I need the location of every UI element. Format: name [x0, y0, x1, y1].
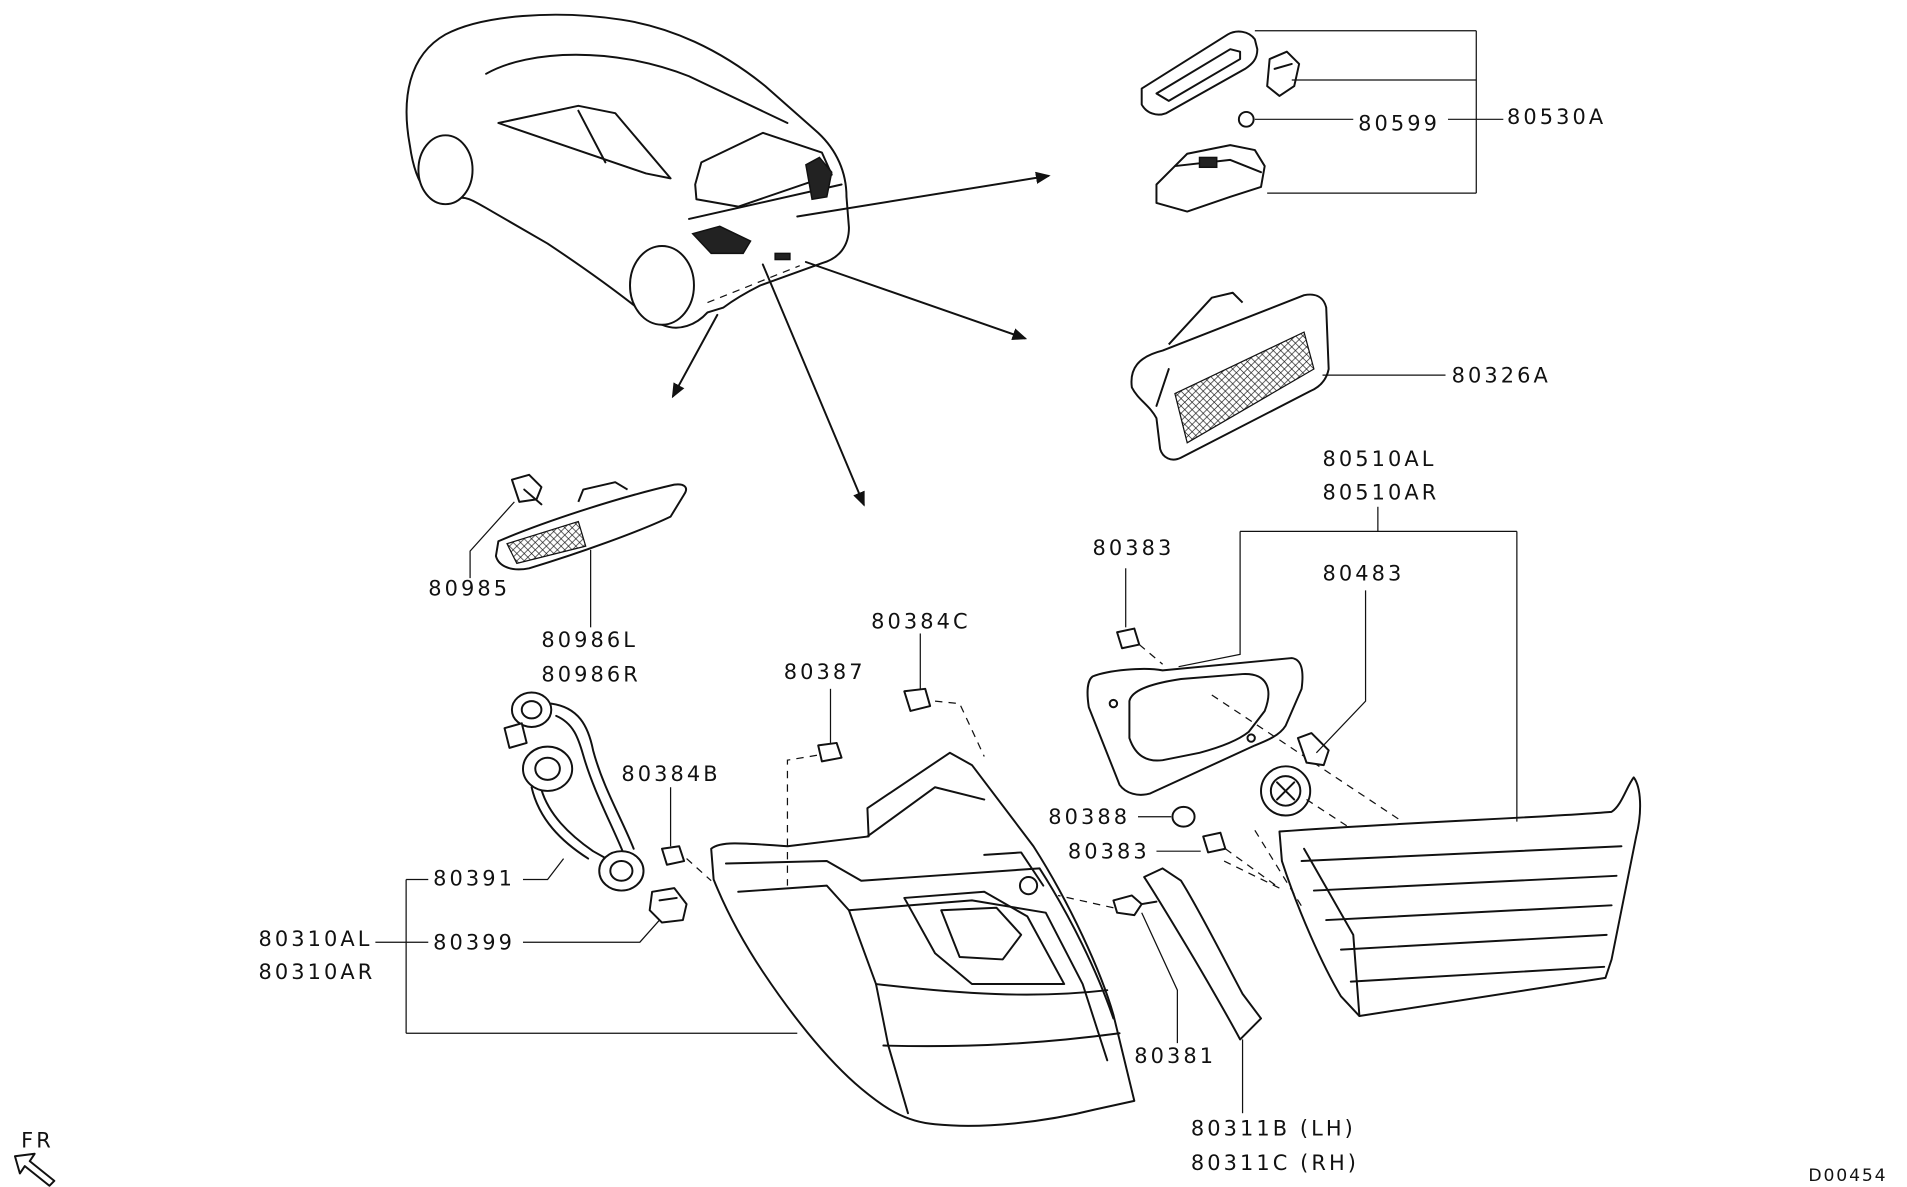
- arrow-to-reflector: [804, 261, 1028, 341]
- clip-80387: [786, 688, 843, 886]
- license-lamp-socket: [1266, 50, 1301, 97]
- diagram-code: D00454: [1808, 1166, 1887, 1186]
- clip-80383-upper: [1116, 568, 1164, 665]
- arrow-to-side-marker: [671, 313, 719, 399]
- tail-lamp: [710, 751, 1136, 1127]
- part-number-inner-lamp-l: 80510AL: [1323, 447, 1437, 471]
- side-marker-lamp: [494, 481, 688, 571]
- part-number-clip-b: 80384B: [621, 762, 720, 786]
- side-marker-screw: [510, 473, 543, 506]
- part-number-tail-lamp-l: 80310AL: [259, 927, 373, 951]
- inner-lamp-leaders: [1178, 506, 1518, 822]
- rear-reflector: [1130, 291, 1446, 461]
- inner-tail-lamp: [1223, 776, 1642, 1018]
- part-number-inner-lamp-r: 80510AR: [1323, 480, 1440, 504]
- garnish: [1143, 867, 1262, 1114]
- rear-window: [694, 131, 833, 208]
- front-direction-indicator: FR: [13, 1129, 56, 1187]
- license-lamp-housing: [1155, 144, 1266, 213]
- clip-80384b: [660, 787, 712, 882]
- license-lamp-lens: [1140, 30, 1259, 116]
- part-number-side-marker-screw: 80985: [428, 576, 510, 600]
- tail-lamp-leaders: [375, 858, 798, 1034]
- part-number-garnish-rh: 80311C (RH): [1191, 1151, 1359, 1175]
- part-number-harness: 80391: [433, 867, 515, 891]
- part-number-side-marker-r: 80986R: [541, 662, 640, 686]
- part-number-clip-87: 80387: [784, 660, 866, 684]
- part-number-license-lamp-bulb: 80599: [1358, 111, 1440, 135]
- license-lamp-mark: [774, 252, 791, 261]
- part-number-license-lamp-assy: 80530A: [1507, 105, 1606, 129]
- part-number-clip-upper: 80383: [1092, 536, 1174, 560]
- front-wheel: [417, 134, 474, 206]
- location-arrows: [671, 171, 1051, 507]
- screw-80381: [1057, 894, 1178, 1044]
- license-lamp-bulb: [1237, 110, 1255, 128]
- front-direction-arrow-icon: [13, 1152, 56, 1187]
- clip-80384c: [903, 633, 985, 757]
- part-number-bulb: 80399: [433, 931, 515, 955]
- part-number-inner-socket: 80483: [1323, 562, 1405, 586]
- side-marker-leaders: [469, 501, 592, 628]
- part-number-screw: 80381: [1134, 1044, 1216, 1068]
- part-number-grommet: 80388: [1048, 805, 1130, 829]
- left-tail-lamp-mark: [691, 225, 752, 255]
- part-number-tail-lamp-r: 80310AR: [259, 960, 376, 984]
- gasket-plate: [1086, 657, 1403, 823]
- right-tail-lamp-mark: [805, 156, 833, 201]
- rear-wheel: [629, 245, 695, 326]
- vehicle-outline: [405, 13, 850, 329]
- part-number-clip-lower: 80383: [1068, 840, 1150, 864]
- arrow-to-tail-lamp: [761, 263, 865, 507]
- clip-80383-lower: [1156, 831, 1280, 889]
- arrow-to-license-lamp: [796, 171, 1051, 218]
- part-number-rear-reflector: 80326A: [1452, 364, 1551, 388]
- license-lamp-leaders: [1254, 30, 1504, 194]
- part-number-side-marker-l: 80986L: [541, 628, 638, 652]
- front-direction-label: FR: [21, 1129, 54, 1153]
- side-window: [497, 104, 672, 180]
- tail-lamp-bulb: [648, 887, 688, 924]
- part-number-garnish-lh: 80311B (LH): [1191, 1116, 1356, 1140]
- part-number-clip-c: 80384C: [871, 610, 971, 634]
- grommet-80388: [1138, 805, 1196, 828]
- socket-harness: [503, 691, 645, 892]
